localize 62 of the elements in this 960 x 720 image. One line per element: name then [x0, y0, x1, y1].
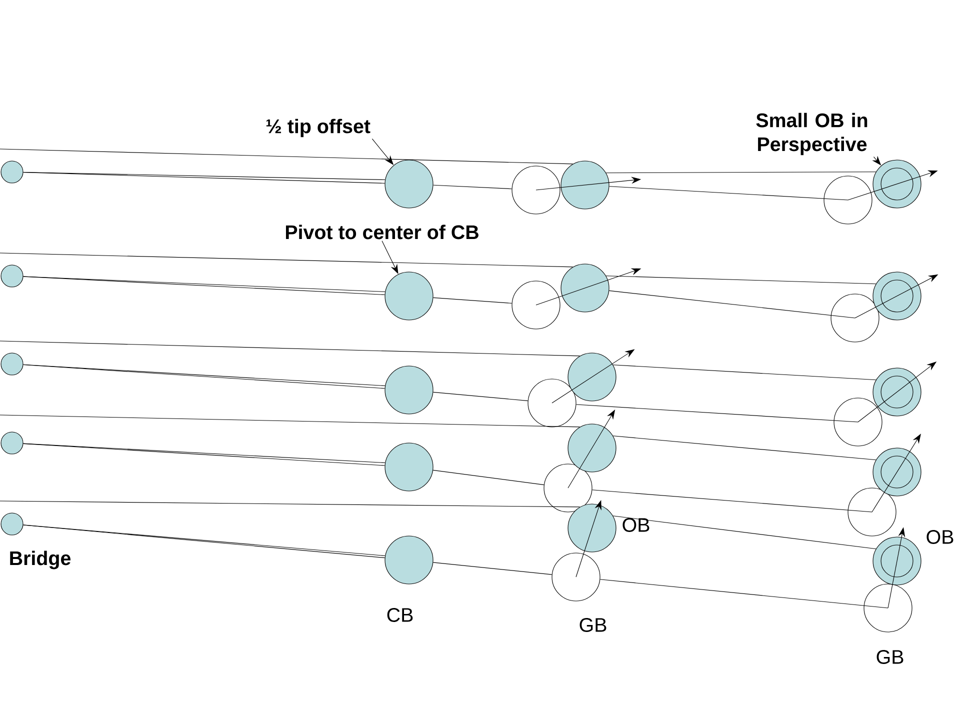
object-ball [872, 272, 922, 320]
ghost-ball [512, 280, 560, 330]
aim-line [606, 276, 876, 284]
cue-ball [384, 272, 434, 320]
ghost-ball [834, 398, 882, 446]
cue-ball [384, 366, 434, 414]
aim-line [612, 436, 876, 460]
aim-line [432, 392, 528, 402]
ghost-ball [528, 378, 576, 428]
object-ball [568, 352, 616, 402]
callout-text: Small OB in Perspective [756, 112, 868, 156]
aim-line [600, 579, 888, 608]
ball-label: OB [926, 530, 954, 544]
bridge-ball [0, 160, 24, 184]
aim-line [612, 364, 876, 380]
aim-line [433, 184, 512, 190]
aim-line [0, 252, 574, 268]
object-ball [560, 264, 610, 312]
aim-line [23, 276, 386, 292]
aim-line [23, 172, 386, 184]
aim-line [0, 340, 580, 356]
ball-label: CB [387, 608, 413, 622]
ball-label: OB [622, 518, 650, 532]
ball-label: GB [876, 650, 904, 664]
ghost-ball [544, 464, 592, 512]
aim-line [608, 186, 848, 200]
object-ball [872, 448, 922, 496]
ball-label: Bridge [10, 550, 70, 570]
aim-line [592, 490, 872, 512]
cue-ball [384, 536, 434, 584]
bridge-ball [0, 512, 24, 536]
aim-line [23, 276, 386, 296]
cue-ball [384, 160, 434, 208]
object-ball [872, 536, 922, 586]
callout-text: ½ tip offset [266, 118, 370, 138]
aim-line [432, 562, 552, 575]
ghost-ball [848, 488, 896, 536]
aim-line [608, 290, 856, 318]
aim-line [612, 516, 876, 550]
ghost-ball [824, 176, 872, 224]
callout-text: Pivot to center of CB [286, 224, 478, 240]
bridge-ball [0, 432, 24, 454]
aim-line [432, 297, 512, 304]
ghost-ball [552, 552, 600, 602]
ball-label: GB [580, 618, 606, 632]
object-ball [872, 160, 922, 208]
aim-line [576, 404, 858, 422]
ghost-ball [830, 294, 880, 342]
object-ball [560, 160, 610, 210]
object-ball [568, 424, 616, 472]
object-ball [568, 504, 616, 552]
cue-ball [384, 442, 434, 492]
object-ball [872, 368, 922, 416]
aim-line [606, 172, 876, 174]
bridge-ball [0, 352, 24, 376]
ghost-ball [512, 166, 560, 214]
aim-line [0, 414, 580, 428]
ghost-ball [864, 584, 912, 632]
aim-line [0, 500, 580, 508]
aim-line [0, 148, 574, 164]
aim-line [432, 470, 544, 486]
bridge-ball [0, 264, 24, 288]
